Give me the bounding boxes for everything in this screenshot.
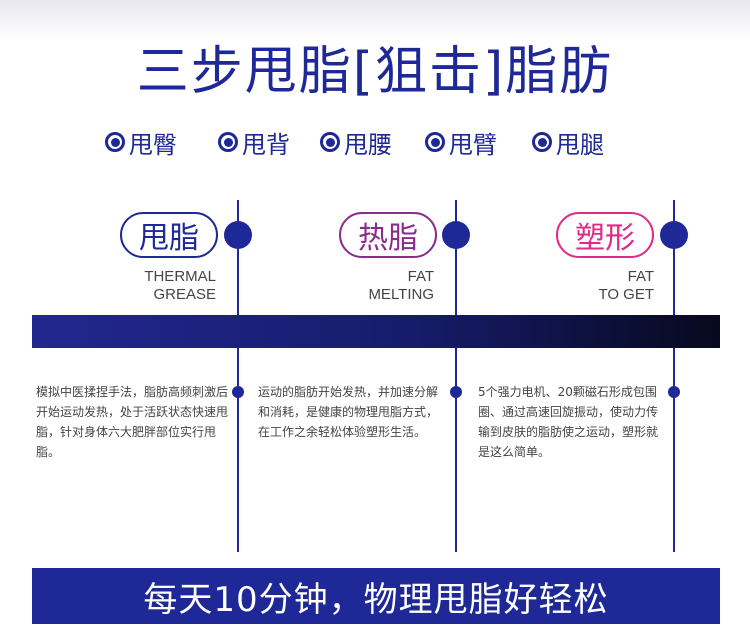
step-3-pill: 塑形 bbox=[556, 212, 654, 258]
radio-dot-icon bbox=[320, 132, 340, 152]
step-2-english-line1: FAT bbox=[407, 268, 434, 285]
top-gradient bbox=[0, 0, 750, 40]
step-1-english-line2: GREASE bbox=[153, 286, 216, 303]
step-2-pill: 热脂 bbox=[339, 212, 437, 258]
step-2-description: 运动的脂肪开始发热，并加速分解和消耗，是健康的物理甩脂方式，在工作之余轻松体验塑… bbox=[258, 385, 439, 439]
step-3-dot bbox=[668, 386, 680, 398]
tag-hip: 甩臀 bbox=[105, 122, 177, 162]
tag-leg: 甩腿 bbox=[532, 122, 604, 162]
tag-label: 甩腿 bbox=[556, 130, 604, 159]
footer-banner: 每天10分钟，物理甩脂好轻松 bbox=[32, 568, 720, 624]
step-1-dot bbox=[232, 386, 244, 398]
radio-dot-icon bbox=[218, 132, 238, 152]
step-2-node bbox=[442, 221, 470, 249]
tag-label: 甩背 bbox=[242, 130, 290, 159]
tag-label: 甩腰 bbox=[344, 130, 392, 159]
step-3-english-line2: TO GET bbox=[598, 286, 654, 303]
step-1-english: THERMAL GREASE bbox=[96, 268, 216, 304]
radio-dot-icon bbox=[532, 132, 552, 152]
step-2-dot bbox=[450, 386, 462, 398]
step-3-node bbox=[660, 221, 688, 249]
step-3-english: FAT TO GET bbox=[534, 268, 654, 304]
timeline-line-1 bbox=[237, 200, 239, 552]
tag-label: 甩臂 bbox=[449, 130, 497, 159]
step-2-english-line2: MELTING bbox=[368, 286, 434, 303]
timeline-line-3 bbox=[673, 200, 675, 552]
tag-back: 甩背 bbox=[218, 122, 290, 162]
tag-waist: 甩腰 bbox=[320, 122, 392, 162]
body-area-tags: 甩臀 甩背 甩腰 甩臂 甩腿 bbox=[0, 122, 750, 162]
step-1-description: 模拟中医揉捏手法，脂肪高频刺激后开始运动发热，处于活跃状态快速甩脂，针对身体六大… bbox=[36, 385, 229, 459]
step-2-english: FAT MELTING bbox=[314, 268, 434, 304]
step-1-english-line1: THERMAL bbox=[144, 268, 216, 285]
page-title: 三步甩脂[狙击]脂肪 bbox=[136, 42, 614, 102]
divider-band bbox=[32, 315, 720, 348]
tag-arm: 甩臂 bbox=[425, 122, 497, 162]
timeline-line-2 bbox=[455, 200, 457, 552]
radio-dot-icon bbox=[425, 132, 445, 152]
step-3-english-line1: FAT bbox=[627, 268, 654, 285]
step-3-description: 5个强力电机、20颗磁石形成包围圈、通过高速回旋振动，使动力传输到皮肤的脂肪使之… bbox=[478, 385, 659, 459]
step-1-pill: 甩脂 bbox=[120, 212, 218, 258]
step-1-node bbox=[224, 221, 252, 249]
tag-label: 甩臀 bbox=[129, 130, 177, 159]
radio-dot-icon bbox=[105, 132, 125, 152]
